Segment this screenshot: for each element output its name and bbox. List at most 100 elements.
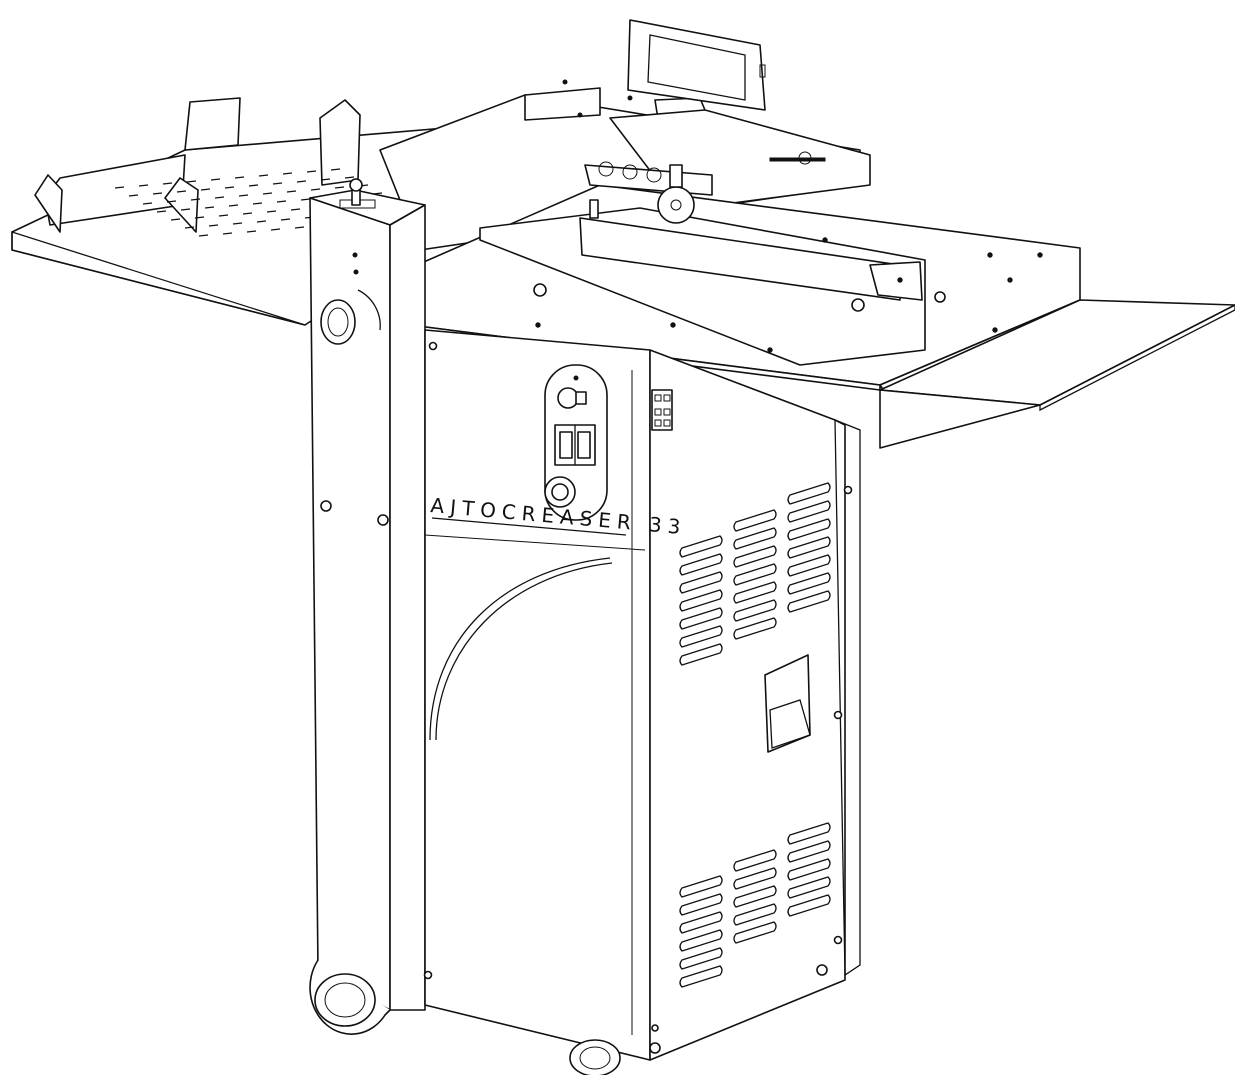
screw <box>535 322 541 328</box>
louvre <box>787 500 831 523</box>
louvre <box>787 536 831 559</box>
perforation <box>166 200 177 203</box>
perforation <box>184 226 195 229</box>
perforation <box>276 200 287 203</box>
perforation <box>246 230 257 233</box>
louvre <box>679 947 723 970</box>
perforation <box>210 178 221 181</box>
screw <box>670 322 676 328</box>
perforation <box>222 232 233 235</box>
screw <box>1037 252 1043 258</box>
perforation <box>198 234 209 237</box>
left-column <box>309 178 426 1035</box>
louvre <box>787 554 831 577</box>
side-handle <box>764 654 811 753</box>
perforation <box>306 170 317 173</box>
perforation <box>280 218 291 221</box>
perforation <box>252 202 263 205</box>
perforation <box>296 180 307 183</box>
louvre <box>787 518 831 541</box>
perforation <box>330 168 341 171</box>
perforation <box>334 186 345 189</box>
perforation <box>266 210 277 213</box>
perforation <box>152 192 163 195</box>
perforation <box>214 196 225 199</box>
control-panel <box>544 364 608 521</box>
perforation <box>218 214 229 217</box>
louvre <box>733 599 777 622</box>
perforation <box>128 194 139 197</box>
screw <box>992 327 998 333</box>
louvre <box>679 625 723 648</box>
louvre <box>733 921 777 944</box>
louvre <box>733 903 777 926</box>
louvre <box>733 867 777 890</box>
louvre <box>679 535 723 558</box>
perforation <box>310 188 321 191</box>
screw <box>767 347 773 353</box>
perforation <box>180 208 191 211</box>
louvre <box>679 571 723 594</box>
louvre <box>733 563 777 586</box>
delivery-tray <box>879 299 1235 449</box>
perforation <box>186 180 197 183</box>
perforation <box>262 192 273 195</box>
perforation <box>282 172 293 175</box>
louvre <box>733 527 777 550</box>
perforation <box>258 174 269 177</box>
perforation <box>208 224 219 227</box>
louvre <box>679 643 723 666</box>
perforation <box>344 176 355 179</box>
louvre <box>733 581 777 604</box>
louvre <box>787 840 831 863</box>
louvre <box>733 617 777 640</box>
perforation <box>238 194 249 197</box>
louvre <box>733 509 777 532</box>
perforation <box>200 188 211 191</box>
perforation <box>256 220 267 223</box>
screw <box>822 237 828 243</box>
perforation <box>224 186 235 189</box>
louvre <box>679 911 723 934</box>
table-screws <box>535 237 1043 368</box>
perforation <box>138 184 149 187</box>
louvre <box>787 876 831 899</box>
perforation <box>204 206 215 209</box>
perforation <box>272 182 283 185</box>
louvre <box>679 893 723 916</box>
louvre <box>787 894 831 917</box>
perforation <box>162 182 173 185</box>
perforation <box>294 226 305 229</box>
work-table <box>409 161 1081 393</box>
louvre <box>679 929 723 952</box>
perforation <box>270 228 281 231</box>
perforation <box>232 222 243 225</box>
louvre <box>679 607 723 630</box>
perforation <box>170 218 181 221</box>
perforation <box>142 202 153 205</box>
perforation <box>248 184 259 187</box>
perforation <box>234 176 245 179</box>
louvre <box>787 590 831 613</box>
louvre <box>679 589 723 612</box>
perforation <box>228 204 239 207</box>
louvre <box>787 572 831 595</box>
perforation <box>114 186 125 189</box>
perforation <box>242 212 253 215</box>
perforation <box>290 208 301 211</box>
screw <box>897 277 903 283</box>
louvre <box>679 965 723 988</box>
louvre <box>733 545 777 568</box>
power-sockets <box>651 389 673 431</box>
louvre <box>679 553 723 576</box>
perforation <box>320 178 331 181</box>
screw <box>987 252 993 258</box>
louvre <box>787 822 831 845</box>
louvre <box>733 885 777 908</box>
louvre <box>787 482 831 505</box>
perforation <box>176 190 187 193</box>
perforation <box>156 210 167 213</box>
perforation <box>286 190 297 193</box>
perforation <box>300 198 311 201</box>
